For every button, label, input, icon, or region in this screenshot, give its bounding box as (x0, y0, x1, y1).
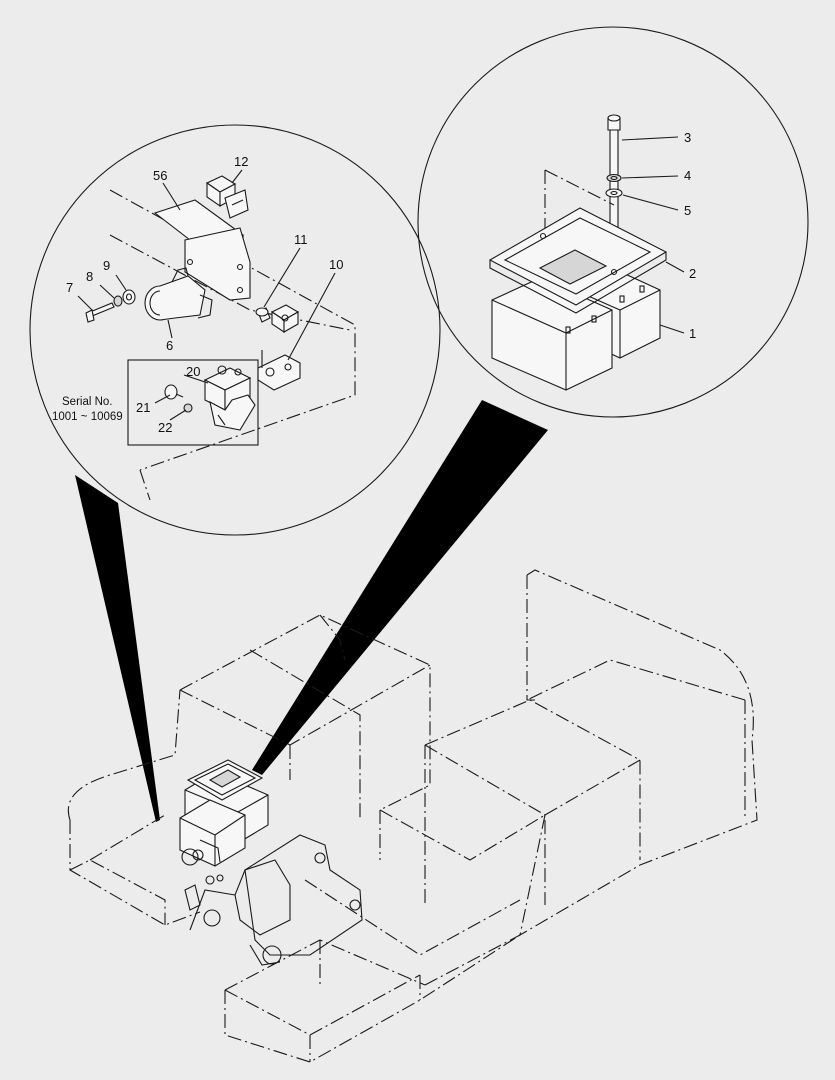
callout-56: 56 (153, 168, 167, 183)
callout-4: 4 (684, 168, 691, 183)
callout-7: 7 (66, 280, 73, 295)
callout-8: 8 (86, 269, 93, 284)
part-7-bolt (89, 302, 115, 317)
right-detail-view (417, 26, 809, 418)
chassis-frame (67, 569, 758, 1063)
callout-20: 20 (186, 364, 200, 379)
part-8-washer (113, 295, 123, 307)
callout-10: 10 (329, 257, 343, 272)
serial-note-line1: Serial No. (62, 396, 113, 408)
callout-12: 12 (234, 154, 248, 169)
part-4-spring-washer (606, 173, 622, 183)
part-5-washer (605, 188, 623, 198)
left-detail-view (29, 124, 441, 536)
callout-9: 9 (103, 258, 110, 273)
callout-22: 22 (158, 420, 172, 435)
boom-bracket (189, 834, 363, 966)
serial-inset-box (127, 359, 259, 446)
serial-note-line2: 1001 ~ 10069 (52, 411, 123, 423)
callout-1: 1 (689, 326, 696, 341)
callout-2: 2 (689, 266, 696, 281)
callout-3: 3 (684, 130, 691, 145)
installed-battery-assembly (179, 759, 269, 911)
callout-11: 11 (294, 232, 308, 247)
callout-5: 5 (684, 203, 691, 218)
callout-6: 6 (166, 338, 173, 353)
right-detail-leader (252, 400, 548, 775)
callout-21: 21 (136, 400, 150, 415)
left-detail-leader (75, 475, 160, 822)
part-9-washer (122, 289, 136, 305)
